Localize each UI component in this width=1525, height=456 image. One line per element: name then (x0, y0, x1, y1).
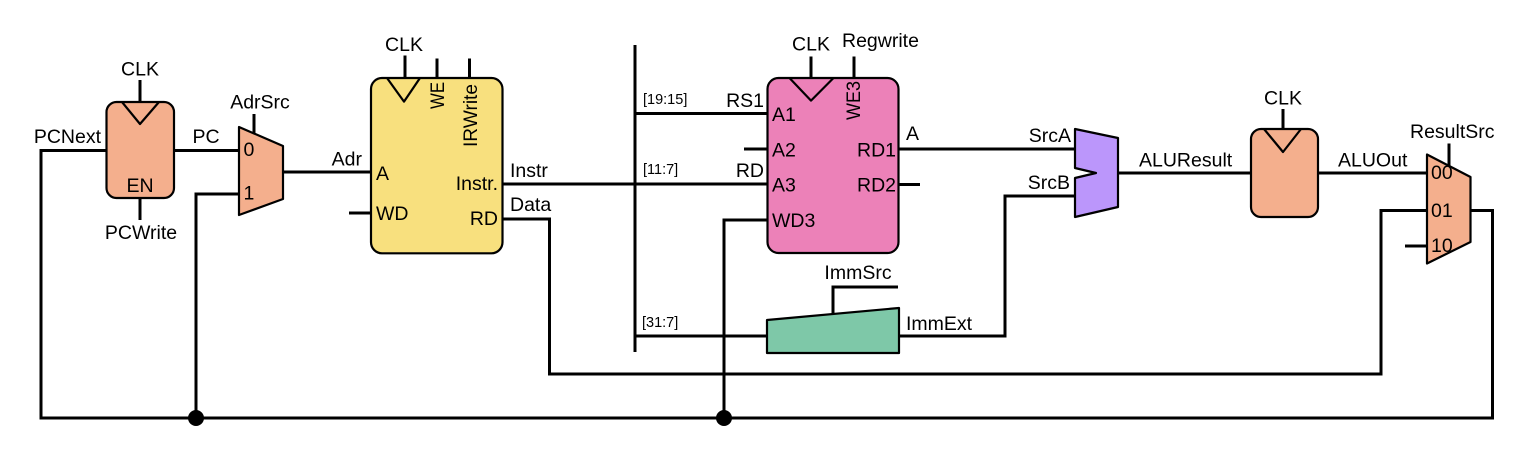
svg-text:PCWrite: PCWrite (105, 222, 177, 244)
svg-text:CLK: CLK (792, 34, 830, 56)
svg-text:WD: WD (376, 203, 409, 225)
svg-text:A3: A3 (772, 175, 796, 197)
svg-text:ImmExt: ImmExt (906, 313, 973, 335)
svg-text:WE3: WE3 (843, 81, 865, 120)
svg-text:IRWrite: IRWrite (460, 84, 482, 147)
svg-text:10: 10 (1431, 235, 1453, 257)
svg-text:SrcB: SrcB (1028, 172, 1070, 194)
svg-text:EN: EN (126, 175, 153, 197)
svg-text:PCNext: PCNext (34, 126, 102, 148)
svg-text:A: A (906, 123, 919, 145)
svg-text:CLK: CLK (1264, 88, 1302, 110)
svg-text:0: 0 (244, 139, 255, 161)
svg-text:CLK: CLK (121, 59, 159, 81)
svg-text:AdrSrc: AdrSrc (230, 92, 290, 114)
svg-text:A1: A1 (772, 104, 796, 126)
svg-text:WD3: WD3 (772, 210, 815, 232)
svg-text:RD1: RD1 (857, 140, 896, 162)
svg-text:ALUOut: ALUOut (1338, 150, 1408, 172)
svg-text:[11:7]: [11:7] (643, 162, 678, 178)
svg-text:Data: Data (510, 194, 551, 216)
svg-text:00: 00 (1431, 162, 1453, 184)
svg-text:RS1: RS1 (726, 90, 764, 112)
svg-text:RD: RD (470, 208, 498, 230)
svg-text:CLK: CLK (385, 34, 423, 56)
svg-text:1: 1 (244, 183, 255, 205)
svg-text:01: 01 (1431, 200, 1453, 222)
svg-text:SrcA: SrcA (1029, 125, 1071, 147)
svg-text:ALUResult: ALUResult (1139, 150, 1233, 172)
svg-text:ImmSrc: ImmSrc (824, 262, 891, 284)
svg-text:PC: PC (192, 126, 219, 148)
svg-text:Adr: Adr (332, 149, 363, 171)
svg-text:RD: RD (736, 160, 764, 182)
svg-text:[31:7]: [31:7] (642, 315, 678, 331)
svg-text:RD2: RD2 (857, 175, 896, 197)
svg-text:Instr: Instr (510, 160, 548, 182)
svg-text:ResultSrc: ResultSrc (1410, 121, 1495, 143)
svg-text:WE: WE (427, 82, 449, 109)
svg-text:Instr.: Instr. (456, 173, 498, 195)
svg-text:[19:15]: [19:15] (643, 92, 687, 108)
svg-text:A: A (376, 163, 389, 185)
svg-text:A2: A2 (772, 140, 796, 162)
svg-text:Regwrite: Regwrite (842, 30, 919, 52)
